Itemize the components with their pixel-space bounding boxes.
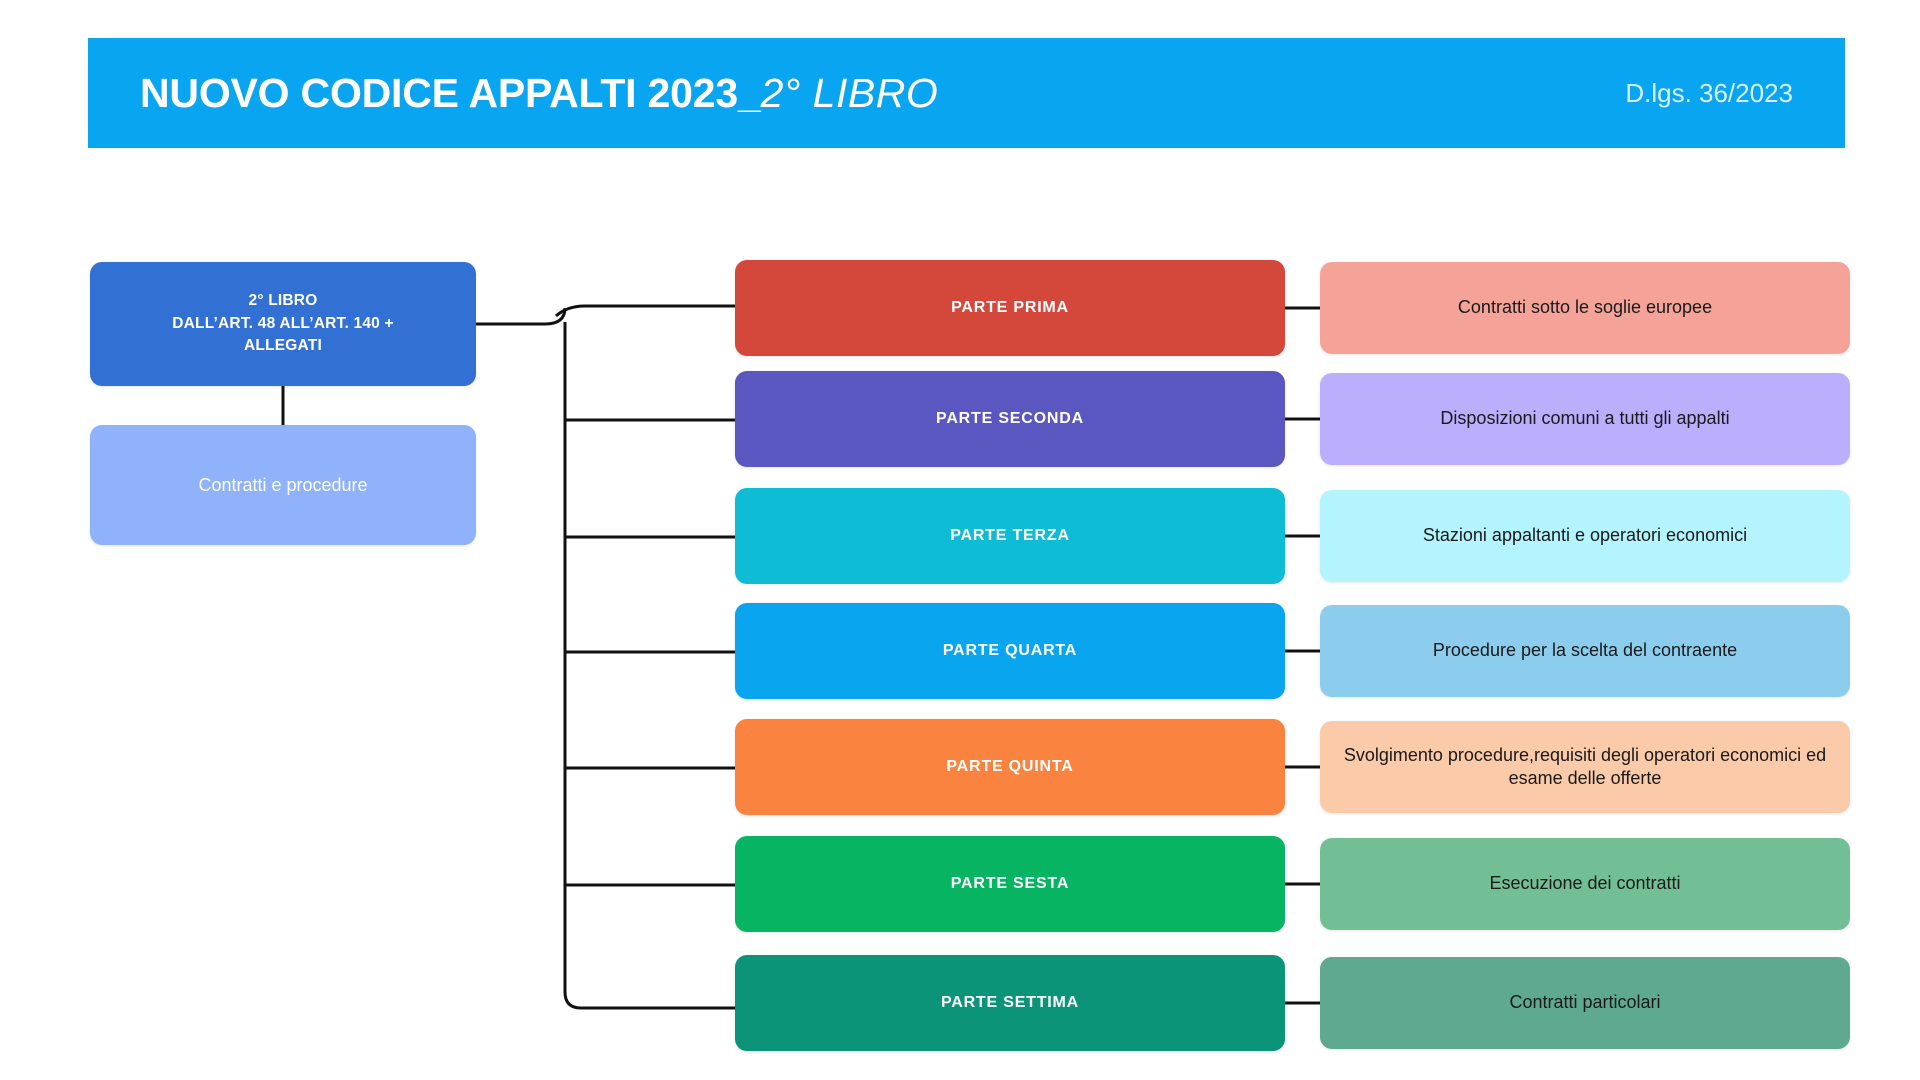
node-description-3[interactable]: Stazioni appaltanti e operatori economic… [1320,490,1850,582]
node-description-2[interactable]: Disposizioni comuni a tutti gli appalti [1320,373,1850,465]
node-part-5[interactable]: PARTE QUINTA [735,719,1285,815]
description-label: Contratti particolari [1509,992,1661,1013]
node-part-1[interactable]: PARTE PRIMA [735,260,1285,356]
node-description-6[interactable]: Esecuzione dei contratti [1320,838,1850,930]
part-label: PARTE QUARTA [942,642,1078,659]
wire-branch-1 [554,304,735,318]
node-description-5[interactable]: Svolgimento procedure,requisiti degli op… [1320,721,1850,813]
root-libro-line1: 2° LIBRO [248,292,318,310]
page-title: NUOVO CODICE APPALTI 2023_2° LIBRO [140,69,939,116]
description-label: Procedure per la scelta del contraente [1432,640,1738,661]
part-label: PARTE PRIMA [951,299,1069,316]
part-label: PARTE QUINTA [946,758,1074,775]
node-contratti-e-procedure[interactable]: Contratti e procedure [90,425,476,545]
node-part-7[interactable]: PARTE SETTIMA [735,955,1285,1051]
part-label: PARTE TERZA [950,527,1070,544]
description-label: Svolgimento procedure,requisiti degli op… [1343,744,1827,788]
wire-spine [563,322,735,1010]
node-description-4[interactable]: Procedure per la scelta del contraente [1320,605,1850,697]
part-label: PARTE SECONDA [936,410,1084,427]
node-part-3[interactable]: PARTE TERZA [735,488,1285,584]
node-part-4[interactable]: PARTE QUARTA [735,603,1285,699]
root-libro-text: 2° LIBRO DALL’ART. 48 ALL’ART. 140 + ALL… [172,290,393,357]
description-label: Contratti sotto le soglie europee [1457,297,1713,318]
root-sub-label: Contratti e procedure [198,474,368,495]
description-label: Esecuzione dei contratti [1489,873,1681,894]
node-part-6[interactable]: PARTE SESTA [735,836,1285,932]
node-root-libro[interactable]: 2° LIBRO DALL’ART. 48 ALL’ART. 140 + ALL… [90,262,476,386]
node-part-2[interactable]: PARTE SECONDA [735,371,1285,467]
node-description-1[interactable]: Contratti sotto le soglie europee [1320,262,1850,354]
wire-trunk [476,307,567,326]
page-title-strong: NUOVO CODICE APPALTI 2023_ [140,69,761,116]
page-title-emphasis: 2° LIBRO [760,69,939,116]
description-label: Stazioni appaltanti e operatori economic… [1422,525,1748,546]
part-label: PARTE SESTA [950,875,1070,892]
header-banner: NUOVO CODICE APPALTI 2023_2° LIBRO D.lgs… [88,38,1845,148]
description-label: Disposizioni comuni a tutti gli appalti [1440,408,1730,429]
decree-reference: D.lgs. 36/2023 [1625,77,1793,108]
node-description-7[interactable]: Contratti particolari [1320,957,1850,1049]
root-libro-line3: ALLEGATI [244,337,322,355]
root-libro-line2: DALL’ART. 48 ALL’ART. 140 + [172,314,394,332]
part-label: PARTE SETTIMA [940,994,1080,1011]
